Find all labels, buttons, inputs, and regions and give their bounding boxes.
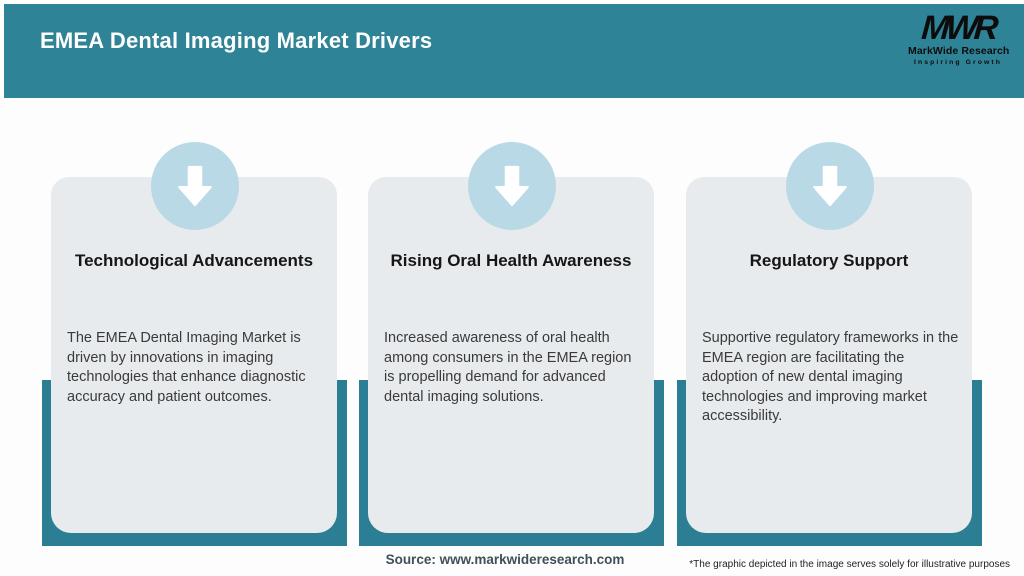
arrow-badge: [467, 142, 556, 230]
source-text: Source: www.markwideresearch.com: [385, 552, 625, 567]
arrow-down-icon: [494, 165, 529, 207]
card-title: Regulatory Support: [749, 251, 909, 270]
logo-name: MarkWide Research: [908, 45, 1010, 57]
page-title: EMEA Dental Imaging Market Drivers: [40, 28, 433, 53]
arrow-badge: [150, 142, 239, 230]
header-band: EMEA Dental Imaging Market Drivers MWR M…: [4, 4, 1024, 98]
driver-column-1: Technological Advancements The EMEA Dent…: [42, 142, 347, 546]
logo-monogram: MWR: [920, 9, 996, 47]
markwide-research-logo: MWR MarkWide Research Inspiring Growth: [908, 9, 1010, 66]
arrow-badge: [785, 142, 874, 230]
card-title: Technological Advancements: [74, 251, 314, 270]
card-body: The EMEA Dental Imaging Market is driven…: [67, 330, 306, 405]
disclaimer-text: *The graphic depicted in the image serve…: [689, 559, 1010, 570]
arrow-down-icon: [812, 165, 847, 207]
driver-card: Regulatory Support Supportive regulatory…: [686, 177, 972, 533]
driver-card: Technological Advancements The EMEA Dent…: [51, 177, 337, 533]
driver-column-2: Rising Oral Health Awareness Increased a…: [359, 142, 664, 546]
card-body: Supportive regulatory frameworks in the …: [702, 330, 959, 424]
logo-tagline: Inspiring Growth: [914, 59, 1002, 66]
card-body: Increased awareness of oral health among…: [384, 330, 632, 405]
driver-card: Rising Oral Health Awareness Increased a…: [368, 177, 654, 533]
card-title: Rising Oral Health Awareness: [390, 251, 632, 270]
arrow-down-icon: [177, 165, 212, 207]
driver-column-3: Regulatory Support Supportive regulatory…: [677, 142, 982, 546]
